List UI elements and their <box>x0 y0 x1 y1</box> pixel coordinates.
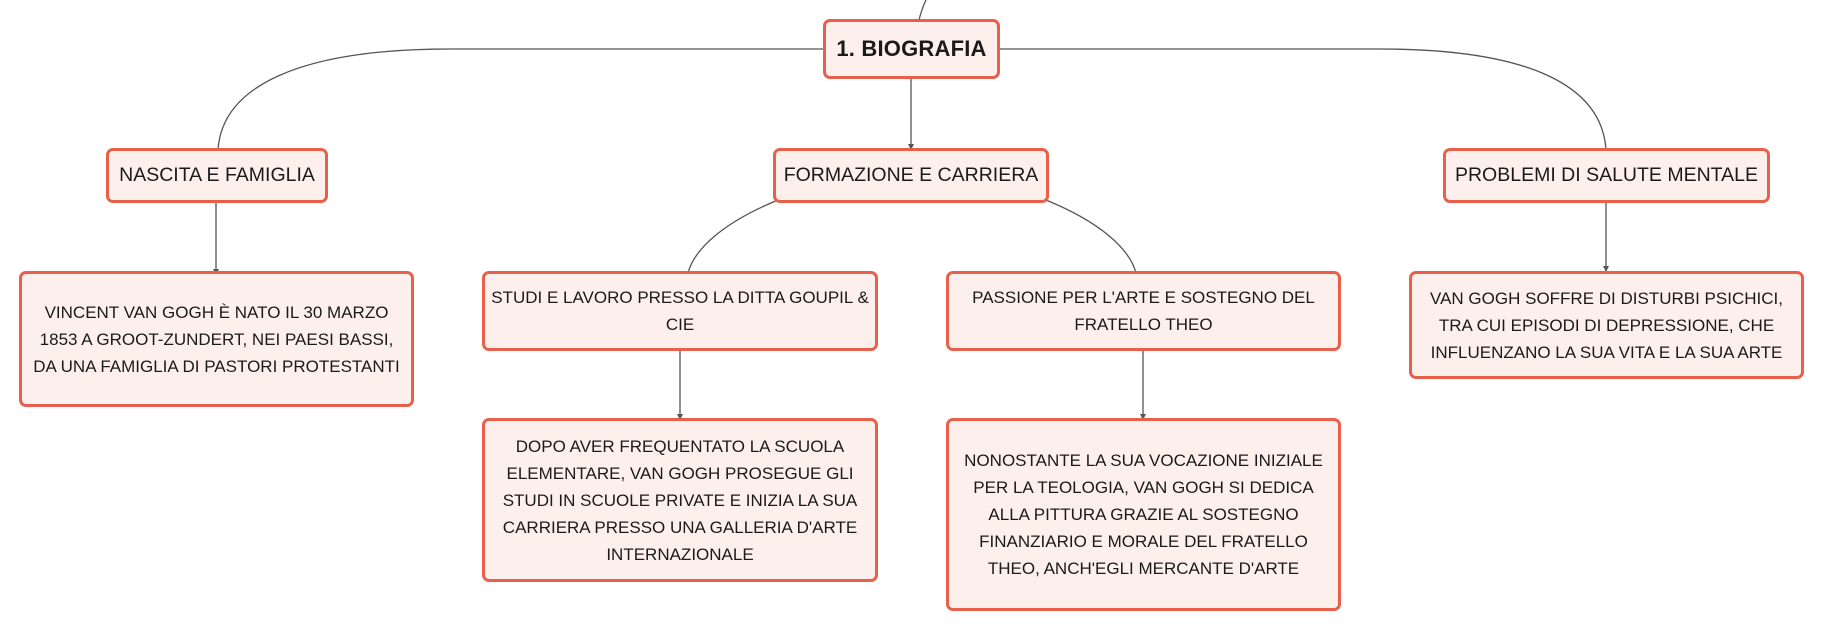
branch-label: NASCITA E FAMIGLIA <box>119 164 315 186</box>
root-node[interactable]: 1. BIOGRAFIA <box>823 19 1000 79</box>
detail-text: DOPO AVER FREQUENTATO LA SCUOLA ELEMENTA… <box>502 436 858 564</box>
root-label: 1. BIOGRAFIA <box>836 36 987 61</box>
sub-node-passione[interactable]: PASSIONE PER L'ARTE E SOSTEGNO DEL FRATE… <box>946 271 1341 351</box>
sub-label: STUDI E LAVORO PRESSO LA DITTA GOUPIL & … <box>491 288 869 334</box>
detail-node-studi[interactable]: DOPO AVER FREQUENTATO LA SCUOLA ELEMENTA… <box>482 418 878 582</box>
branch-label: PROBLEMI DI SALUTE MENTALE <box>1454 164 1759 186</box>
connector-root-to-nascita <box>217 48 826 151</box>
arrowhead <box>1603 266 1609 272</box>
detail-text: VAN GOGH SOFFRE DI DISTURBI PSICHICI, TR… <box>1430 288 1783 362</box>
detail-node-passione[interactable]: NONOSTANTE LA SUA VOCAZIONE INIZIALE PER… <box>946 418 1341 611</box>
branch-label: FORMAZIONE E CARRIERA <box>783 164 1039 186</box>
branch-node-nascita[interactable]: NASCITA E FAMIGLIA <box>106 148 328 203</box>
sub-node-studi[interactable]: STUDI E LAVORO PRESSO LA DITTA GOUPIL & … <box>482 271 878 351</box>
connector-formazione-to-passione <box>1040 197 1137 274</box>
connector-parent-to-root <box>918 0 927 21</box>
branch-node-formazione[interactable]: FORMAZIONE E CARRIERA <box>773 148 1049 203</box>
detail-text: VINCENT VAN GOGH È NATO IL 30 MARZO 1853… <box>33 302 400 376</box>
detail-node-nascita[interactable]: VINCENT VAN GOGH È NATO IL 30 MARZO 1853… <box>19 271 414 407</box>
arrowhead <box>1140 414 1146 420</box>
sub-label: PASSIONE PER L'ARTE E SOSTEGNO DEL FRATE… <box>972 288 1315 334</box>
branch-node-salute[interactable]: PROBLEMI DI SALUTE MENTALE <box>1443 148 1770 203</box>
arrowhead <box>908 144 914 150</box>
connector-root-to-salute <box>1000 48 1607 151</box>
detail-text: NONOSTANTE LA SUA VOCAZIONE INIZIALE PER… <box>964 451 1323 578</box>
detail-node-salute[interactable]: VAN GOGH SOFFRE DI DISTURBI PSICHICI, TR… <box>1409 271 1804 379</box>
connector-formazione-to-studi <box>687 197 784 274</box>
arrowhead <box>677 414 683 420</box>
